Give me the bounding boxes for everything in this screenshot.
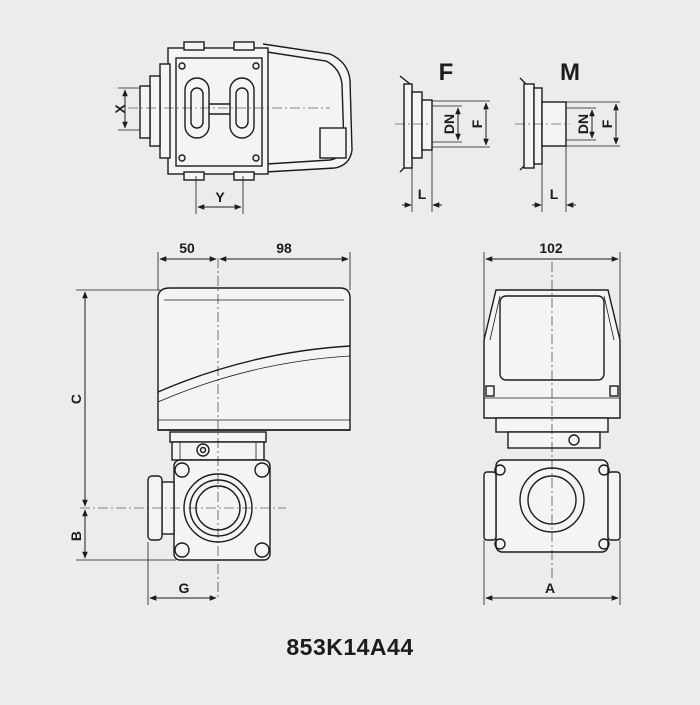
side-view (76, 252, 351, 605)
part-number: 853K14A44 (286, 634, 413, 660)
dim-b-label: B (68, 531, 84, 541)
end-m-title: M (560, 59, 580, 86)
top-view (118, 41, 353, 214)
dim-y-label: Y (215, 189, 225, 205)
dim-98-label: 98 (276, 240, 292, 256)
end-f-f-label: F (469, 119, 485, 128)
dim-a-label: A (545, 580, 555, 596)
end-f-detail (395, 75, 490, 212)
front-view (483, 252, 621, 605)
dim-102-label: 102 (539, 240, 563, 256)
dim-c-label: C (68, 394, 84, 404)
dim-x-label: X (112, 104, 128, 114)
end-f-dn-label: DN (441, 114, 457, 134)
dim-50-label: 50 (179, 240, 195, 256)
end-m-f-label: F (599, 119, 615, 128)
end-m-detail (515, 77, 620, 212)
dim-g-label: G (179, 580, 190, 596)
end-m-l-label: L (550, 186, 559, 202)
end-m-dn-label: DN (575, 114, 591, 134)
end-f-l-label: L (418, 186, 427, 202)
end-f-title: F (439, 59, 454, 86)
